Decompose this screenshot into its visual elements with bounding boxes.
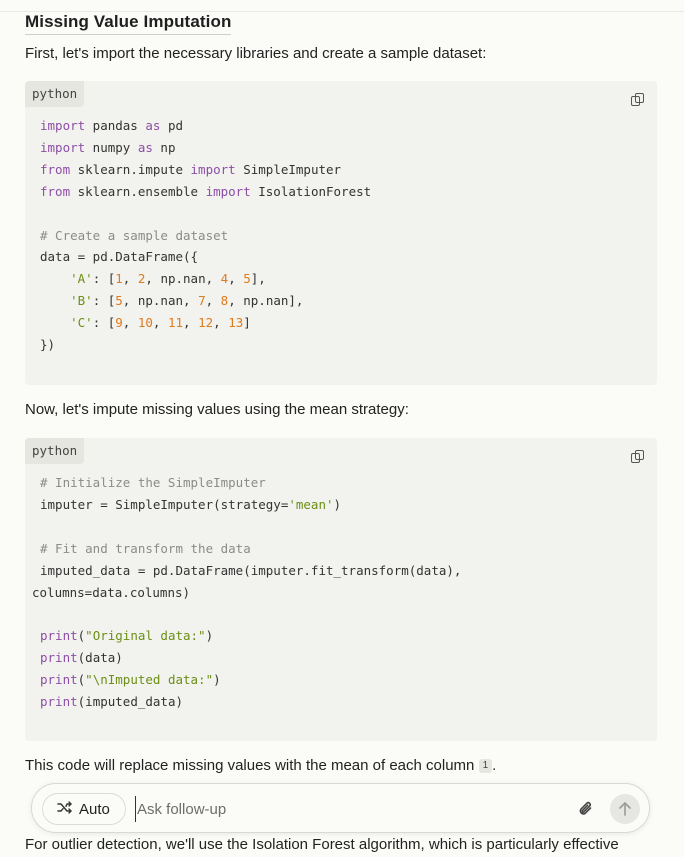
code-content: import pandas as pd import numpy as np fro…: [40, 115, 371, 356]
code-line: imputer = SimpleImputer(strategy='mean'): [40, 496, 342, 512]
shuffle-icon: [56, 801, 72, 817]
code-line: print(data): [40, 650, 123, 666]
code-line: }): [40, 337, 56, 353]
code-line: from sklearn.ensemble import IsolationFo…: [40, 183, 372, 199]
auto-mode-button[interactable]: Auto: [42, 793, 126, 825]
code-line: print("Original data:"): [40, 628, 214, 644]
code-line: import pandas as pd: [40, 118, 184, 133]
outlier-text: For outlier detection, we'll use the Iso…: [25, 836, 619, 853]
intro-text: First, let's import the necessary librar…: [25, 45, 487, 62]
code-line: # Initialize the SimpleImputer: [40, 475, 266, 490]
top-divider: [0, 11, 684, 12]
code-line: # Create a sample dataset: [40, 227, 229, 243]
code-line: 'A': [1, 2, np.nan, 4, 5],: [70, 271, 266, 287]
citation-badge[interactable]: 1: [478, 759, 493, 773]
code-line: 'C': [9, 10, 11, 12, 13]: [70, 315, 251, 331]
copy-icon[interactable]: [631, 93, 645, 107]
auto-mode-label: Auto: [79, 800, 110, 818]
code-line: from sklearn.impute import SimpleImputer: [40, 161, 342, 177]
code-block-imputation: python # Initialize the SimpleImputer imp…: [25, 438, 657, 741]
paperclip-icon[interactable]: [576, 799, 596, 819]
code-line: [40, 516, 461, 538]
summary-sentence: This code will replace missing values wi…: [25, 757, 475, 774]
code-line: [40, 603, 461, 625]
code-line: # Fit and transform the data: [40, 540, 251, 556]
code-language-label: python: [25, 81, 85, 107]
code-line: columns=data.columns): [32, 584, 191, 600]
follow-up-bar: Auto: [31, 783, 650, 833]
code-line: import numpy as np: [40, 139, 176, 155]
code-line: print("\nImputed data:"): [40, 672, 221, 688]
copy-icon[interactable]: [631, 450, 645, 464]
code-content: # Initialize the SimpleImputer imputer = …: [32, 472, 462, 713]
summary-text: This code will replace missing values wi…: [25, 755, 496, 777]
code-line: [40, 203, 371, 225]
code-block-imports: python import pandas as pd import numpy a…: [25, 81, 657, 385]
code-language-label: python: [25, 438, 85, 464]
code-line: data = pd.DataFrame({: [40, 249, 199, 265]
code-line: imputed_data = pd.DataFrame(imputer.fit_…: [40, 562, 462, 578]
summary-end: .: [492, 757, 497, 774]
section-heading: Missing Value Imputation: [25, 12, 232, 35]
code-line: print(imputed_data): [40, 694, 183, 710]
middle-text: Now, let's impute missing values using t…: [25, 401, 409, 418]
arrow-up-icon: [619, 802, 631, 816]
send-button[interactable]: [610, 794, 640, 824]
follow-up-input[interactable]: [135, 796, 555, 822]
code-line: 'B': [5, np.nan, 7, 8, np.nan],: [70, 293, 304, 309]
